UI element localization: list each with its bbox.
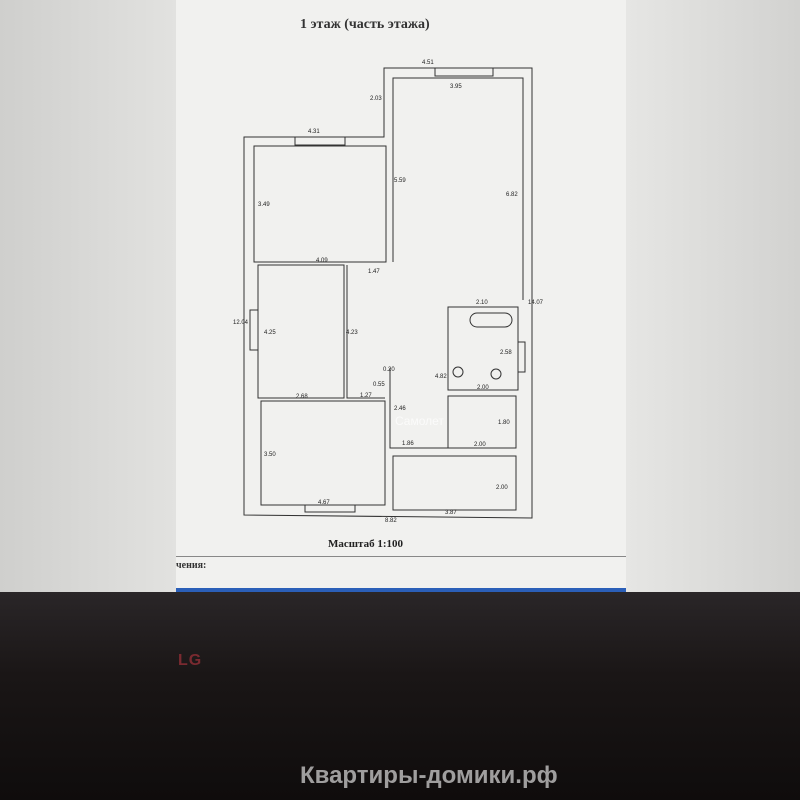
dim-label: 3.95 bbox=[450, 84, 462, 90]
bathtub bbox=[469, 312, 513, 328]
bathroom bbox=[447, 306, 519, 391]
background-left bbox=[0, 0, 178, 600]
dim-label: 14.07 bbox=[528, 300, 544, 306]
dim-label: 2.58 bbox=[500, 350, 512, 356]
dim-label: 12.04 bbox=[233, 320, 249, 326]
toilet bbox=[452, 366, 464, 378]
background-right bbox=[625, 0, 800, 600]
dim-label: 4.82 bbox=[435, 374, 447, 380]
site-watermark: Квартиры-домики.рф bbox=[300, 762, 558, 789]
dim-label: 4.09 bbox=[316, 258, 328, 264]
dim-label: 8.82 bbox=[385, 518, 397, 524]
notes-label: чения: bbox=[176, 560, 207, 571]
room-3 bbox=[260, 400, 386, 506]
small-room bbox=[447, 395, 517, 449]
dim-label: 3.49 bbox=[258, 202, 270, 208]
dim-label: 1.47 bbox=[368, 269, 380, 275]
window bbox=[434, 67, 494, 77]
plan-title: 1 этаж (часть этажа) bbox=[300, 17, 430, 32]
dim-label: 1.27 bbox=[360, 393, 372, 399]
overlay-watermark: Самолет bbox=[395, 414, 444, 428]
dim-label: 4.67 bbox=[318, 500, 330, 506]
big-room-wall bbox=[392, 77, 524, 300]
dim-label: 1.80 bbox=[498, 420, 510, 426]
dim-label: 5.59 bbox=[394, 178, 406, 184]
screen-edge bbox=[176, 588, 626, 594]
bottom-room bbox=[392, 455, 517, 511]
dim-label: 4.25 bbox=[264, 330, 276, 336]
window bbox=[294, 136, 346, 146]
dim-label: 2.68 bbox=[296, 394, 308, 400]
dim-label: 6.82 bbox=[506, 192, 518, 198]
room-1 bbox=[253, 145, 387, 263]
dim-label: 3.50 bbox=[264, 452, 276, 458]
scale-label: Масштаб 1:100 bbox=[328, 538, 404, 550]
dim-label: 0.20 bbox=[383, 367, 395, 373]
dim-label: 2.03 bbox=[370, 96, 382, 102]
dim-label: 2.00 bbox=[477, 385, 489, 391]
dim-label: 2.10 bbox=[476, 300, 488, 306]
dim-label: 2.00 bbox=[496, 485, 508, 491]
dim-label: 2.00 bbox=[474, 442, 486, 448]
dim-label: 4.31 bbox=[308, 129, 320, 135]
dim-label: 4.51 bbox=[422, 60, 434, 66]
divider bbox=[176, 556, 626, 557]
corridor-wall bbox=[346, 265, 385, 399]
window bbox=[249, 309, 259, 351]
window bbox=[517, 341, 526, 373]
monitor-bezel bbox=[0, 592, 800, 800]
monitor-logo: LG bbox=[178, 652, 203, 669]
dim-label: 1.86 bbox=[402, 441, 414, 447]
window bbox=[304, 504, 356, 513]
dim-label: 2.46 bbox=[394, 406, 406, 412]
monitor-screen bbox=[176, 0, 626, 592]
dim-label: 3.87 bbox=[445, 510, 457, 516]
dim-label: 0.55 bbox=[373, 382, 385, 388]
corridor-wall-2 bbox=[389, 368, 448, 449]
dim-label: 4.23 bbox=[346, 330, 358, 336]
sink bbox=[490, 368, 502, 380]
outer-wall bbox=[243, 67, 533, 519]
